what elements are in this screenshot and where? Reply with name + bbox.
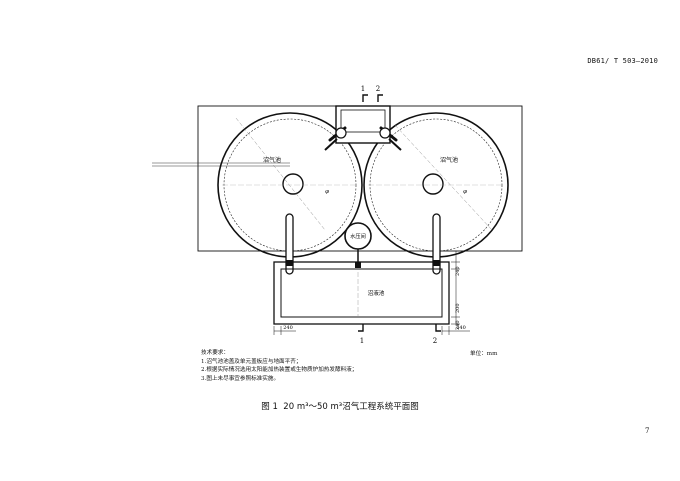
outlet-pipes	[285, 213, 441, 275]
dimension-240-bottom-left: 240	[283, 325, 293, 331]
svg-text:2: 2	[376, 85, 380, 93]
label-phi-right: φ	[463, 189, 467, 195]
dimension-240-bottom-right: 240	[456, 325, 466, 331]
notes-title: 技术要求：	[201, 350, 229, 356]
right-digester-tank	[363, 112, 509, 258]
dimension-240-right-upper: 240	[455, 266, 461, 276]
label-water-pressure-room: 水压间	[350, 232, 366, 240]
technical-notes: 技术要求： 1.沼气池池盖及单元盖板应与地面平齐； 2.根据实际情况选用太阳能加…	[201, 349, 357, 383]
water-pressure-room	[344, 222, 372, 268]
inlet-chamber	[324, 105, 402, 151]
svg-text:1: 1	[360, 337, 364, 345]
note-item: 1.沼气池池盖及单元盖板应与地面平齐；	[201, 358, 302, 365]
dimension-200-right: 200	[455, 303, 461, 313]
label-slurry-pool: 沼液池	[368, 289, 385, 297]
section-mark-bottom-1: 1	[358, 324, 364, 345]
label-phi-left: φ	[325, 189, 329, 195]
caption-range: 20 m³～50 m³	[283, 402, 343, 412]
note-item: 3.图上未尽事宜参照标准实施。	[201, 375, 280, 382]
label-right-digester: 沼气池	[440, 156, 458, 164]
section-mark-bottom-2: 2	[433, 324, 441, 345]
dimension-240-right-lower: 240	[455, 320, 461, 330]
svg-text:1: 1	[361, 85, 365, 93]
figure-caption: 图 1 20 m³～50 m³沼气工程系统平面图	[0, 400, 680, 412]
caption-title: 沼气工程系统平面图	[342, 402, 419, 412]
section-mark-top-2: 2	[376, 85, 383, 102]
page-number: 7	[645, 427, 650, 435]
section-mark-top-1: 1	[361, 85, 368, 102]
note-item: 2.根据实际情况选用太阳能加热装置或生物质炉加热发酵料液；	[201, 367, 358, 374]
standard-code: DB61/ T 503—2010	[587, 57, 658, 65]
unit-label: 单位：mm	[470, 351, 498, 357]
dimension-lines	[273, 251, 470, 335]
caption-prefix: 图 1	[261, 402, 278, 412]
svg-text:2: 2	[433, 337, 437, 345]
label-left-digester: 沼气池	[263, 156, 281, 164]
slurry-pool	[273, 261, 450, 325]
